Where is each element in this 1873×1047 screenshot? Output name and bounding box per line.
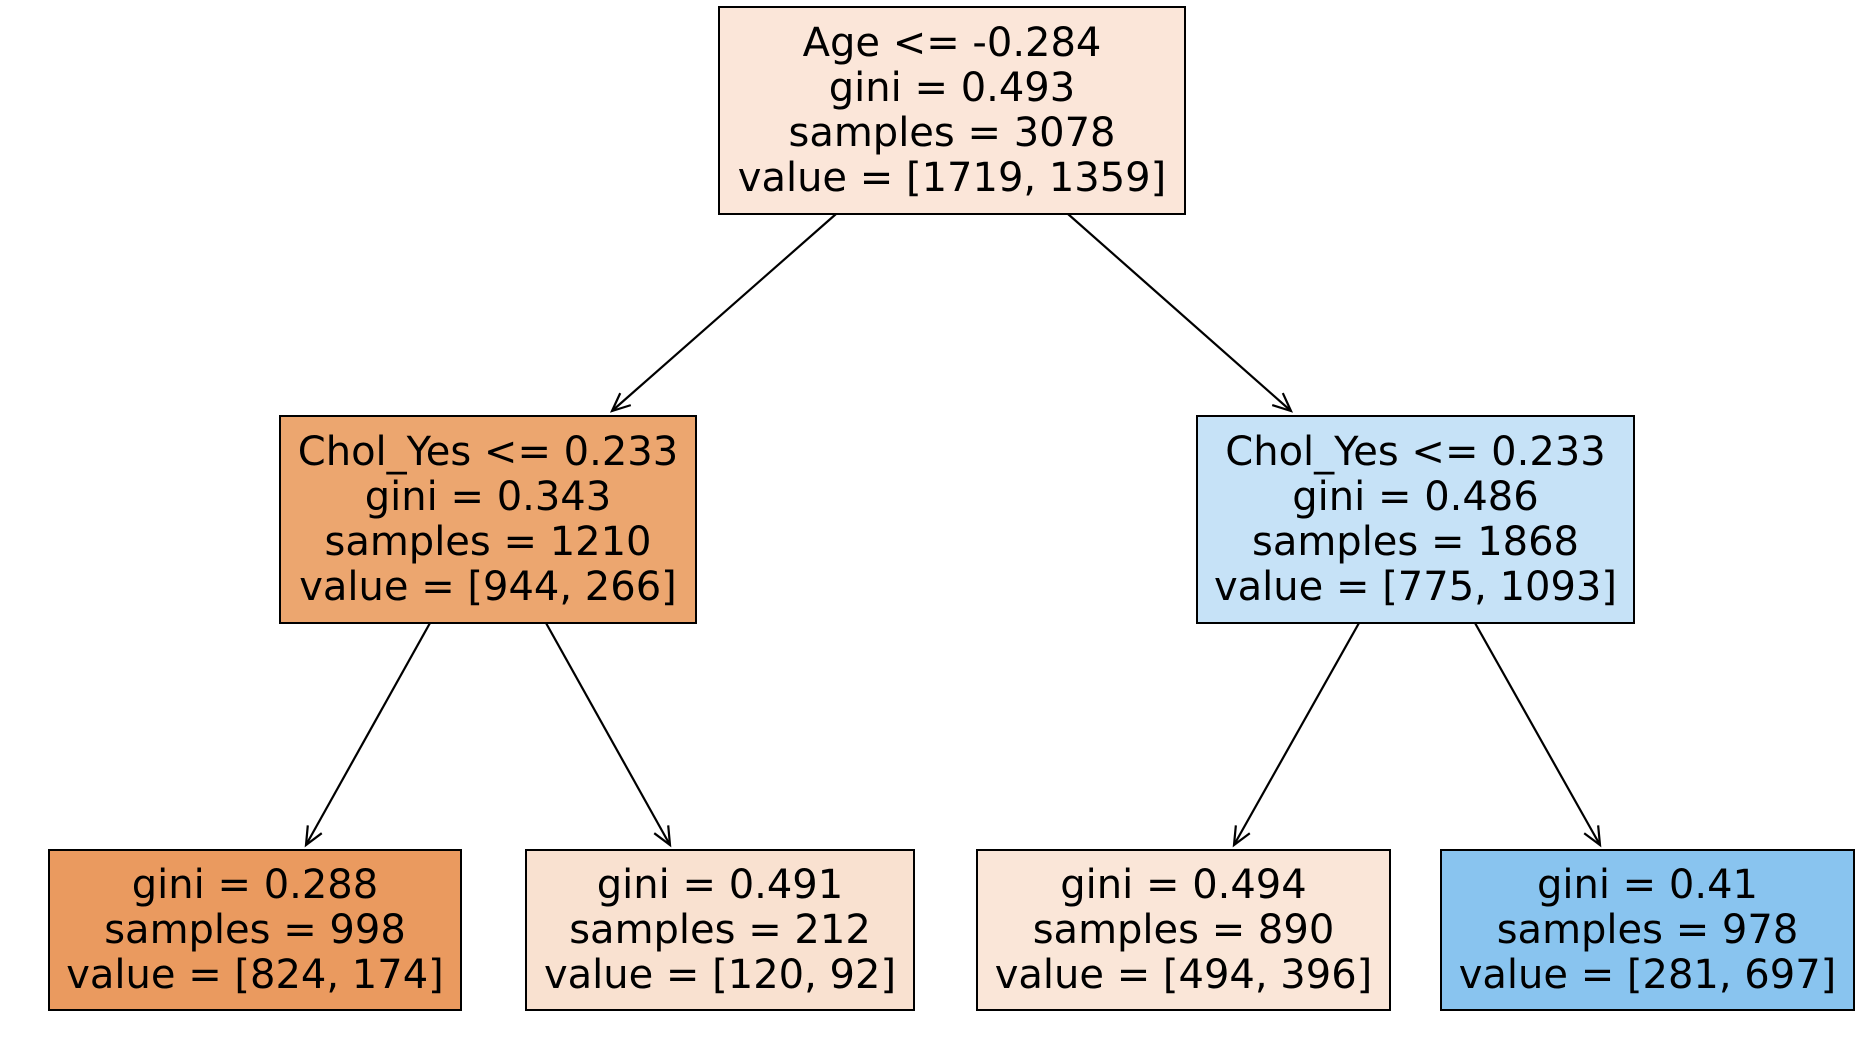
node-box xyxy=(525,849,915,1011)
node-box xyxy=(718,6,1186,215)
node-label-line: samples = 1210 xyxy=(324,519,651,565)
node-label-line: value = [281, 697] xyxy=(1459,952,1837,998)
node-label-line: gini = 0.41 xyxy=(1537,862,1758,908)
node-label-line: value = [775, 1093] xyxy=(1214,564,1617,610)
node-box xyxy=(1440,849,1855,1011)
edge-left-to-left-right xyxy=(545,622,672,848)
node-box xyxy=(279,415,697,624)
node-label-line: samples = 1868 xyxy=(1252,519,1579,565)
node-label-line: gini = 0.288 xyxy=(132,862,378,908)
node-label-line: gini = 0.491 xyxy=(597,862,843,908)
node-label-line: samples = 3078 xyxy=(788,110,1115,156)
node-label-line: Chol_Yes <= 0.233 xyxy=(298,429,678,475)
node-label-line: gini = 0.493 xyxy=(829,65,1075,111)
node-label-line: gini = 0.494 xyxy=(1060,862,1306,908)
node-label-line: Chol_Yes <= 0.233 xyxy=(1225,429,1605,475)
node-label-line: samples = 978 xyxy=(1497,907,1799,953)
node-box xyxy=(976,849,1391,1011)
node-label-line: samples = 998 xyxy=(104,907,406,953)
node-label-line: samples = 212 xyxy=(569,907,871,953)
node-label-line: value = [494, 396] xyxy=(995,952,1373,998)
edge-right-to-right-left xyxy=(1232,622,1360,848)
edge-left-to-left-left xyxy=(304,622,431,848)
node-label-line: value = [120, 92] xyxy=(544,952,896,998)
node-box xyxy=(1196,415,1635,624)
node-box xyxy=(48,849,462,1011)
node-label-line: value = [824, 174] xyxy=(66,952,444,998)
node-label-line: value = [1719, 1359] xyxy=(738,155,1166,201)
node-label-line: gini = 0.486 xyxy=(1292,474,1538,520)
edges-layer xyxy=(304,213,1602,848)
node-label-line: value = [944, 266] xyxy=(299,564,677,610)
node-label-line: gini = 0.343 xyxy=(365,474,611,520)
edge-root-to-left xyxy=(609,213,837,413)
node-label-line: samples = 890 xyxy=(1033,907,1335,953)
edge-root-to-right xyxy=(1067,213,1294,413)
edge-right-to-right-right xyxy=(1474,622,1602,848)
node-label-line: Age <= -0.284 xyxy=(803,20,1102,66)
